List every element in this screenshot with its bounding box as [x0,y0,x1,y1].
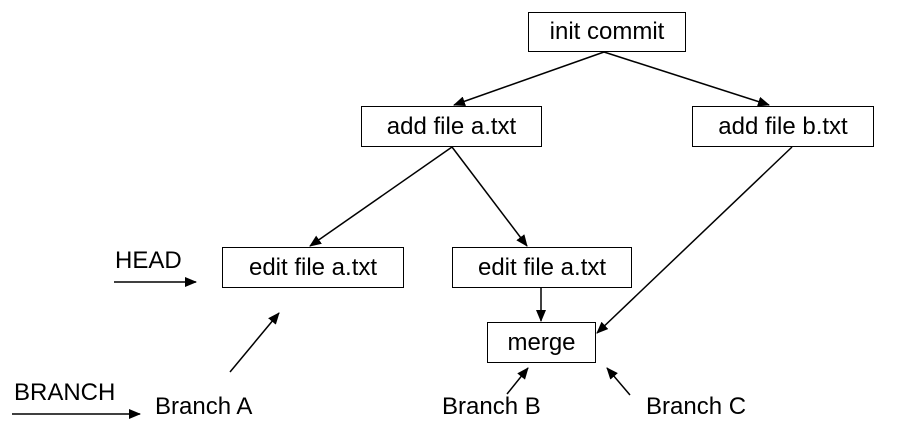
label-branch-c: Branch C [646,393,747,420]
node-edit-file-a-right: edit file a.txt [452,247,632,288]
edge-add-a-to-edit-left [309,146,453,247]
edge-add-a-to-edit-right [451,146,528,247]
node-merge: merge [487,322,596,363]
branch-c-pointer-arrow [606,367,631,396]
label-head: HEAD [115,247,182,274]
label-branch: BRANCH [14,379,116,406]
label-branch-a: Branch A [155,393,253,420]
label-branch-b: Branch B [442,393,541,420]
node-edit-file-a-left: edit file a.txt [222,247,404,288]
edge-init-to-add-a [453,51,605,107]
edge-add-b-to-merge [596,146,793,334]
edge-init-to-add-b [603,51,770,107]
node-add-file-a: add file a.txt [361,106,542,147]
branch-b-pointer-arrow [506,367,529,395]
branch-a-pointer-arrow [229,312,280,373]
node-add-file-b: add file b.txt [692,106,874,147]
node-init-commit: init commit [528,12,686,52]
